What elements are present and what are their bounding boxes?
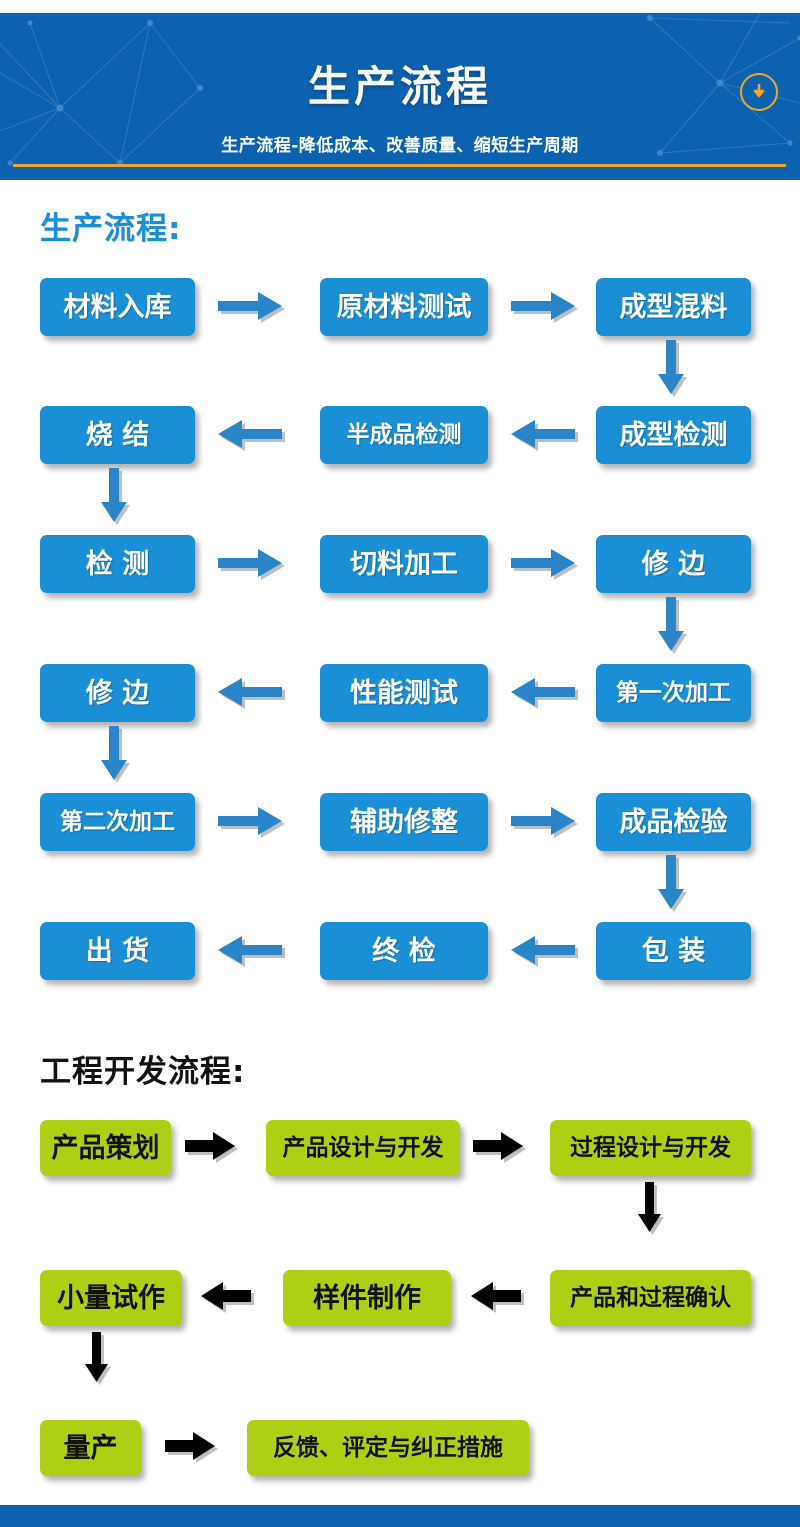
arrow-left-r6-1 (218, 936, 290, 968)
flow-node-trimming-2[interactable]: 修 边 (40, 664, 195, 722)
flow-node-first-machining[interactable]: 第一次加工 (596, 664, 751, 722)
flow-node-semifinished-inspection[interactable]: 半成品检测 (320, 406, 488, 464)
arrow-right-r3-2 (511, 549, 583, 581)
header-divider-rule (13, 164, 786, 167)
arrow-right-r5-1 (218, 807, 290, 839)
flow-node-product-process-validation[interactable]: 产品和过程确认 (550, 1270, 751, 1326)
arrow-right-r5-2 (511, 807, 583, 839)
flow-node-feedback-assessment-corrective-action[interactable]: 反馈、评定与纠正措施 (247, 1420, 529, 1476)
flow-node-cutting-processing[interactable]: 切料加工 (320, 535, 488, 593)
arrow-right-g1-1 (185, 1132, 245, 1164)
arrow-left-r6-2 (511, 936, 583, 968)
flow-node-product-planning[interactable]: 产品策划 (40, 1120, 171, 1176)
flow-node-packaging[interactable]: 包 装 (596, 922, 751, 980)
flow-node-product-design-development[interactable]: 产品设计与开发 (266, 1120, 460, 1176)
flow-node-trimming-1[interactable]: 修 边 (596, 535, 751, 593)
footer-strip (0, 1505, 800, 1527)
arrow-right-r3-1 (218, 549, 290, 581)
download-circle-icon[interactable] (740, 73, 778, 111)
flow-node-material-inbound[interactable]: 材料入库 (40, 278, 195, 336)
flow-node-forming-inspection[interactable]: 成型检测 (596, 406, 751, 464)
arrow-left-r2-2 (511, 420, 583, 452)
arrow-left-r4-1 (218, 678, 290, 710)
arrow-right-r1-1 (218, 292, 290, 324)
section-heading-engineering: 工程开发流程: (40, 1054, 246, 1090)
arrow-right-g1-2 (473, 1132, 533, 1164)
arrow-down-r5-r6 (658, 855, 692, 917)
arrow-down-r4-r5 (101, 726, 135, 788)
flow-node-inspection[interactable]: 检 测 (40, 535, 195, 593)
flow-node-sample-production[interactable]: 样件制作 (283, 1270, 451, 1326)
flow-node-mass-production[interactable]: 量产 (40, 1420, 141, 1476)
arrow-down-r3-r4 (658, 597, 692, 659)
arrow-down-g2-g3 (85, 1332, 115, 1390)
flow-node-small-batch-trial[interactable]: 小量试作 (40, 1270, 182, 1326)
flow-node-final-check[interactable]: 终 检 (320, 922, 488, 980)
page-header: 生产流程 生产流程-降低成本、改善质量、缩短生产周期 (0, 13, 800, 180)
flow-node-sintering[interactable]: 烧 结 (40, 406, 195, 464)
flow-node-performance-test[interactable]: 性能测试 (320, 664, 488, 722)
flow-node-shipment[interactable]: 出 货 (40, 922, 195, 980)
section-heading-production: 生产流程: (40, 211, 182, 247)
flow-node-auxiliary-finishing[interactable]: 辅助修整 (320, 793, 488, 851)
arrow-left-g2-1 (201, 1282, 261, 1314)
arrow-left-r4-2 (511, 678, 583, 710)
page-title: 生产流程 (307, 62, 492, 111)
arrow-down-r2-r3 (101, 468, 135, 530)
flow-node-final-product-inspection[interactable]: 成品检验 (596, 793, 751, 851)
arrow-down-g1-g2 (638, 1182, 668, 1240)
arrow-down-r1-r2 (658, 340, 692, 402)
arrow-right-g3-1 (165, 1432, 225, 1464)
flow-node-process-design-development[interactable]: 过程设计与开发 (550, 1120, 751, 1176)
content-card: 生产流程: 材料入库 原材料测试 成型混料 烧 结 (13, 180, 786, 1505)
page-subtitle: 生产流程-降低成本、改善质量、缩短生产周期 (221, 136, 579, 156)
arrow-right-r1-2 (511, 292, 583, 324)
arrow-left-r2-1 (218, 420, 290, 452)
flow-node-second-machining[interactable]: 第二次加工 (40, 793, 195, 851)
flow-node-raw-material-test[interactable]: 原材料测试 (320, 278, 488, 336)
flow-node-forming-mixing[interactable]: 成型混料 (596, 278, 751, 336)
network-pattern-decoration (0, 13, 800, 166)
arrow-left-g2-2 (471, 1282, 531, 1314)
